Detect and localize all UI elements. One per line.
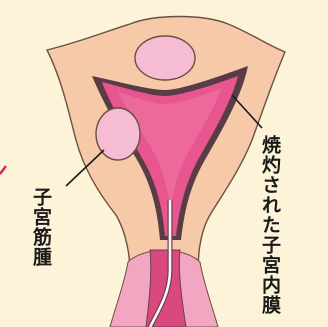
label-ablated-endometrium: 焼灼された子宮内膜	[260, 135, 279, 315]
edge-accent-mark	[0, 166, 6, 174]
fibroid-top	[135, 36, 195, 80]
label-fibroid: 子宮筋腫	[31, 187, 50, 267]
